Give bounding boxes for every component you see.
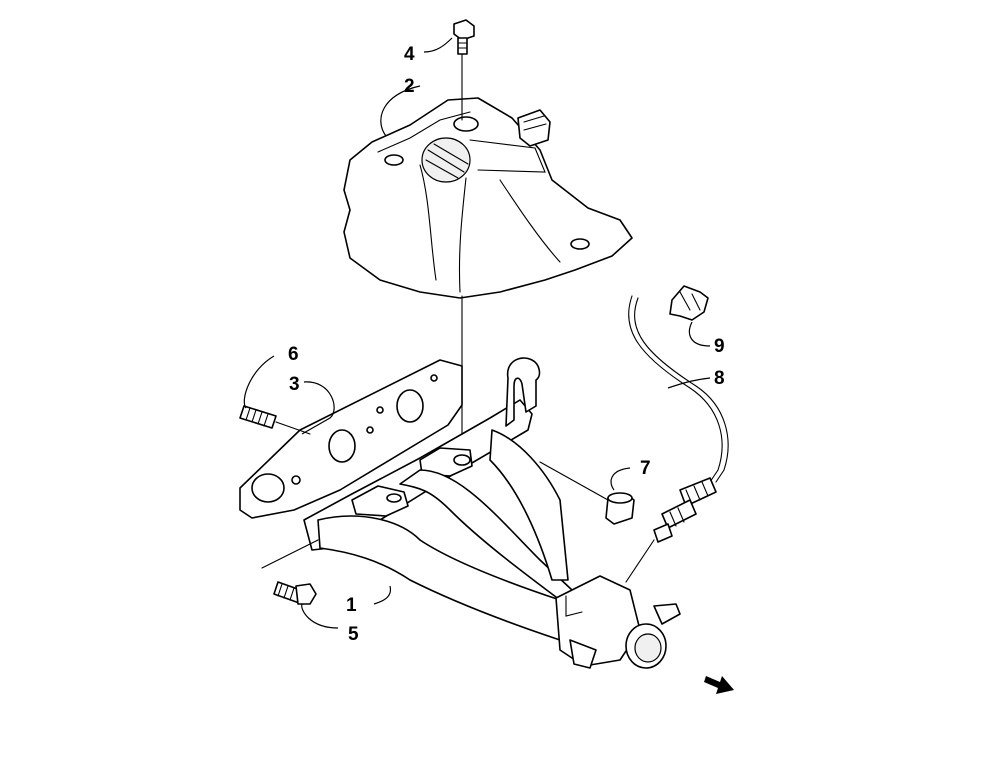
callout-5: 5 [348, 624, 359, 645]
callout-7: 7 [640, 458, 651, 479]
oxygen-sensor [628, 295, 729, 543]
spacer-7 [605, 492, 635, 525]
direction-arrow-icon [704, 676, 734, 694]
bolt-4 [453, 19, 475, 55]
gasket [239, 359, 463, 519]
heat-shield [343, 97, 633, 299]
stud-6 [239, 405, 277, 429]
callout-1: 1 [346, 595, 357, 616]
bolt-5 [273, 581, 317, 605]
callout-4: 4 [404, 44, 415, 65]
callout-6: 6 [288, 344, 299, 365]
callout-3: 3 [289, 374, 300, 395]
callout-9: 9 [714, 336, 725, 357]
exhaust-manifold [303, 357, 681, 669]
callout-8: 8 [714, 368, 725, 389]
callout-2: 2 [404, 76, 415, 97]
clip-9 [669, 285, 709, 321]
